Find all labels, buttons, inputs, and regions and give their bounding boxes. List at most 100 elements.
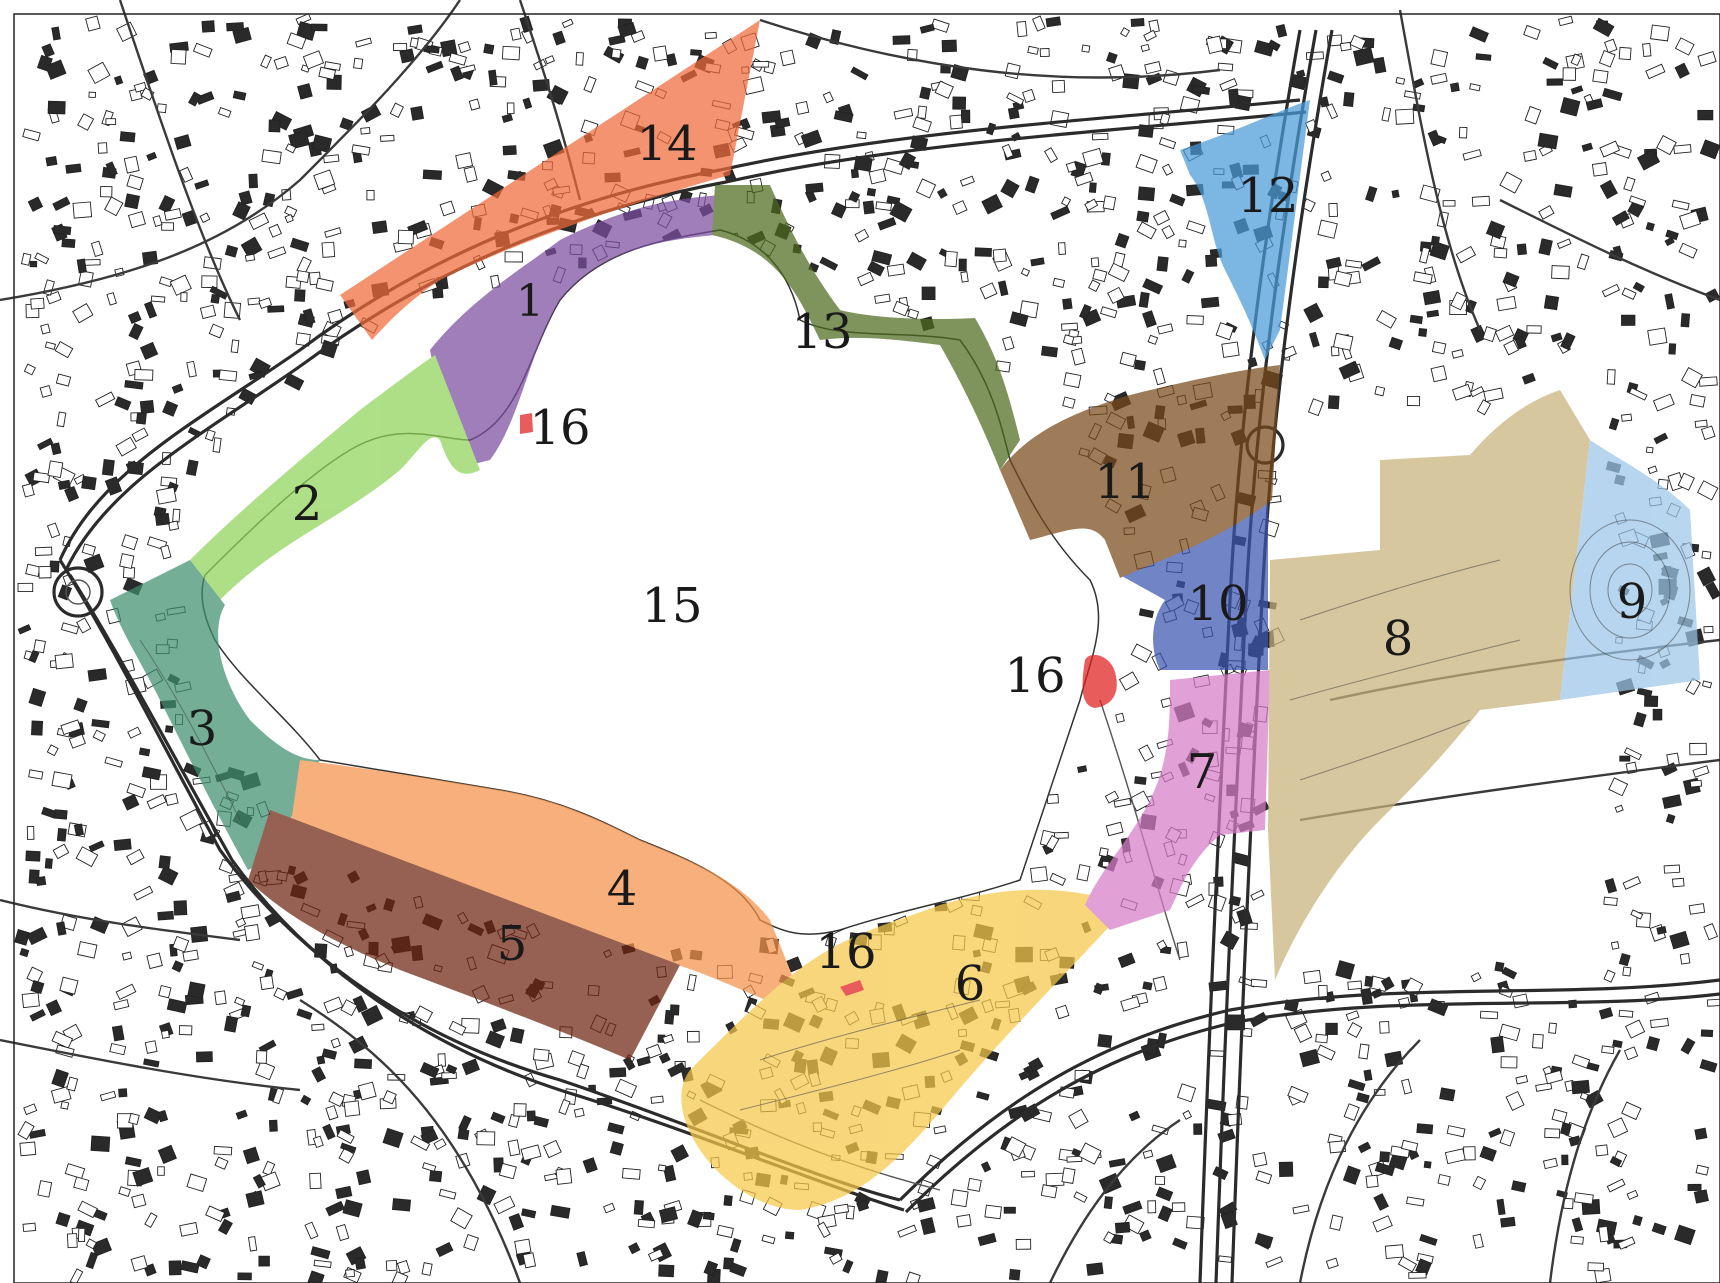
building — [255, 1050, 268, 1064]
building — [1427, 129, 1442, 147]
building — [1706, 998, 1720, 1007]
building — [1681, 366, 1703, 389]
building — [131, 1193, 147, 1209]
building — [126, 848, 145, 866]
building — [875, 1269, 889, 1283]
building — [119, 131, 136, 143]
building — [1357, 1141, 1372, 1154]
building — [1678, 242, 1698, 259]
building — [217, 1218, 233, 1236]
building — [330, 1037, 341, 1049]
building — [1343, 91, 1355, 107]
building — [1130, 643, 1153, 663]
building — [1544, 1128, 1561, 1139]
building — [490, 1018, 507, 1034]
building — [94, 391, 116, 408]
building — [1542, 56, 1559, 70]
building — [353, 57, 364, 70]
building — [325, 1105, 339, 1121]
building — [105, 161, 118, 177]
building — [83, 553, 105, 573]
building — [634, 80, 655, 95]
building — [1339, 41, 1352, 52]
building — [919, 86, 932, 100]
building — [1019, 1103, 1041, 1123]
building — [121, 534, 139, 551]
building — [544, 55, 556, 65]
building — [1612, 1039, 1623, 1049]
building — [1535, 1082, 1553, 1092]
building — [295, 13, 312, 26]
building — [786, 956, 803, 973]
building — [1308, 331, 1320, 348]
building — [919, 23, 935, 34]
building — [240, 236, 263, 259]
building — [226, 22, 245, 32]
building — [1114, 232, 1130, 249]
building — [1000, 178, 1020, 199]
building — [310, 1246, 331, 1260]
building — [1664, 236, 1675, 247]
building — [113, 75, 124, 86]
building — [138, 747, 151, 757]
building — [14, 929, 31, 946]
building — [1621, 413, 1633, 422]
building — [247, 297, 261, 306]
building — [335, 1185, 353, 1200]
building — [161, 222, 174, 231]
building — [76, 258, 87, 274]
building — [1592, 69, 1609, 84]
building — [1677, 472, 1695, 491]
building — [1027, 45, 1039, 55]
building — [327, 308, 344, 324]
building — [1345, 1010, 1360, 1022]
building — [889, 200, 913, 223]
building — [321, 241, 336, 258]
building — [1592, 17, 1615, 38]
building — [45, 999, 63, 1017]
building — [1142, 310, 1157, 328]
building — [75, 846, 99, 868]
building — [458, 1115, 472, 1132]
building — [1358, 1043, 1370, 1060]
building — [355, 37, 373, 48]
building — [501, 45, 521, 61]
building — [171, 383, 184, 394]
building — [179, 1222, 199, 1237]
building — [158, 195, 176, 214]
zone-label-9: 9 — [1617, 574, 1648, 630]
building — [1499, 1129, 1516, 1147]
building — [636, 1055, 651, 1067]
building — [186, 1173, 208, 1193]
building — [311, 1066, 327, 1083]
building — [1236, 907, 1253, 927]
building — [1603, 969, 1616, 983]
building — [1526, 325, 1542, 334]
building — [1040, 345, 1058, 358]
building — [85, 15, 101, 32]
building — [907, 308, 920, 320]
building — [194, 179, 210, 190]
building — [1117, 952, 1136, 969]
building — [348, 1035, 369, 1054]
building — [201, 20, 215, 33]
building — [232, 201, 251, 221]
building — [1609, 1155, 1623, 1168]
building — [1512, 993, 1529, 1009]
building — [33, 639, 46, 654]
building — [23, 363, 36, 376]
building — [53, 809, 68, 820]
building — [463, 1234, 479, 1252]
building — [90, 1135, 111, 1152]
building — [284, 205, 298, 218]
building — [1619, 755, 1631, 762]
zone-16-patch-north — [520, 413, 533, 434]
building — [1061, 322, 1079, 331]
building — [800, 129, 823, 149]
building — [637, 1218, 656, 1229]
building — [1016, 20, 1028, 38]
building — [179, 166, 194, 183]
building — [366, 189, 375, 201]
building — [1703, 923, 1719, 941]
building — [1705, 581, 1720, 600]
